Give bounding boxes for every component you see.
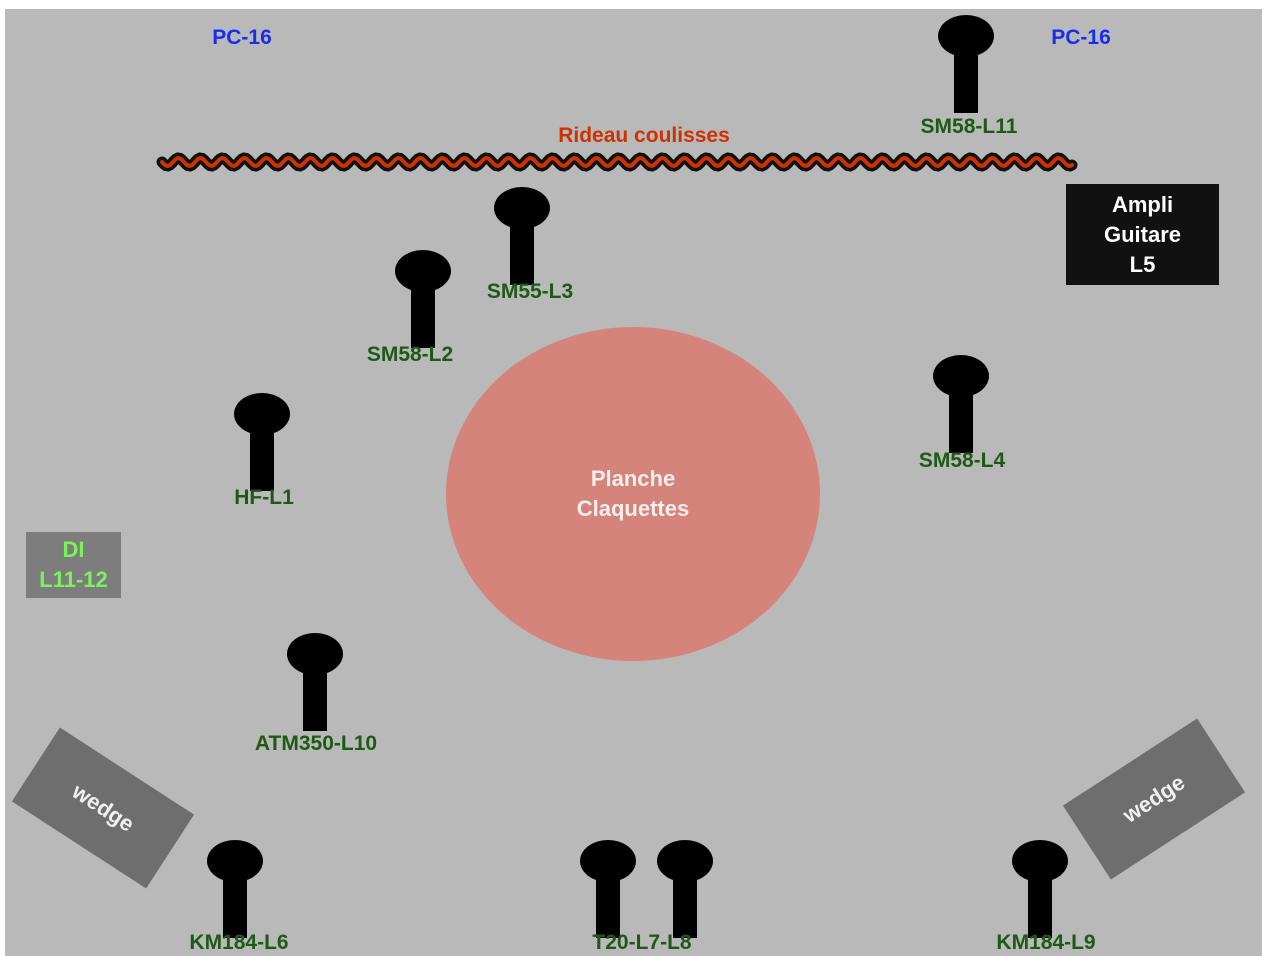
- tap-board-line-2: Claquettes: [576, 496, 690, 521]
- pc-left-label: PC-16: [212, 26, 272, 49]
- microphone-icon: [938, 15, 994, 113]
- mic-label-sm58-l11: SM58-L11: [920, 115, 1018, 138]
- microphone-icon: [207, 840, 263, 938]
- wedge-left-label: wedge: [67, 778, 139, 837]
- mic-label-sm55-l3: SM55-L3: [486, 280, 574, 303]
- microphone-icon: [933, 355, 989, 453]
- microphone-icon: [657, 840, 713, 938]
- di-line-2: L11-12: [39, 567, 108, 592]
- guitar-amp: Ampli Guitare L5: [1066, 184, 1219, 285]
- mic-label-sm58-l2: SM58-L2: [366, 343, 454, 366]
- mic-label-sm58-l4: SM58-L4: [918, 449, 1006, 472]
- mic-label-hf-l1: HF-L1: [234, 486, 294, 509]
- microphone-icon: [580, 840, 636, 938]
- amp-line-3: L5: [1129, 251, 1156, 277]
- mic-label-km184-l9: KM184-L9: [996, 931, 1096, 954]
- microphone-icon: [494, 187, 550, 285]
- mic-label-atm350-l10: ATM350-L10: [254, 732, 378, 755]
- tap-board: Planche Claquettes: [446, 327, 820, 661]
- amp-line-2: Guitare: [1103, 221, 1182, 247]
- tap-board-line-1: Planche: [590, 466, 676, 491]
- microphone-icon: [287, 633, 343, 731]
- mic-label-t20-l7-l8: T20-L7-L8: [592, 931, 692, 954]
- curtain-label: Rideau coulisses: [558, 124, 730, 147]
- amp-line-1: Ampli: [1111, 191, 1174, 217]
- wedge-right-label: wedge: [1118, 769, 1190, 828]
- di-line-1: DI: [62, 537, 85, 562]
- di-box: DI L11-12: [26, 532, 121, 598]
- microphone-icon: [1012, 840, 1068, 938]
- pc-right-label: PC-16: [1051, 26, 1111, 49]
- curtain-icon: [156, 152, 1078, 172]
- microphone-icon: [234, 393, 290, 491]
- microphone-icon: [395, 250, 451, 348]
- mic-label-km184-l6: KM184-L6: [189, 931, 289, 954]
- stage-plot: PC-16 PC-16 Rideau coulisses Ampli Guita…: [5, 9, 1262, 956]
